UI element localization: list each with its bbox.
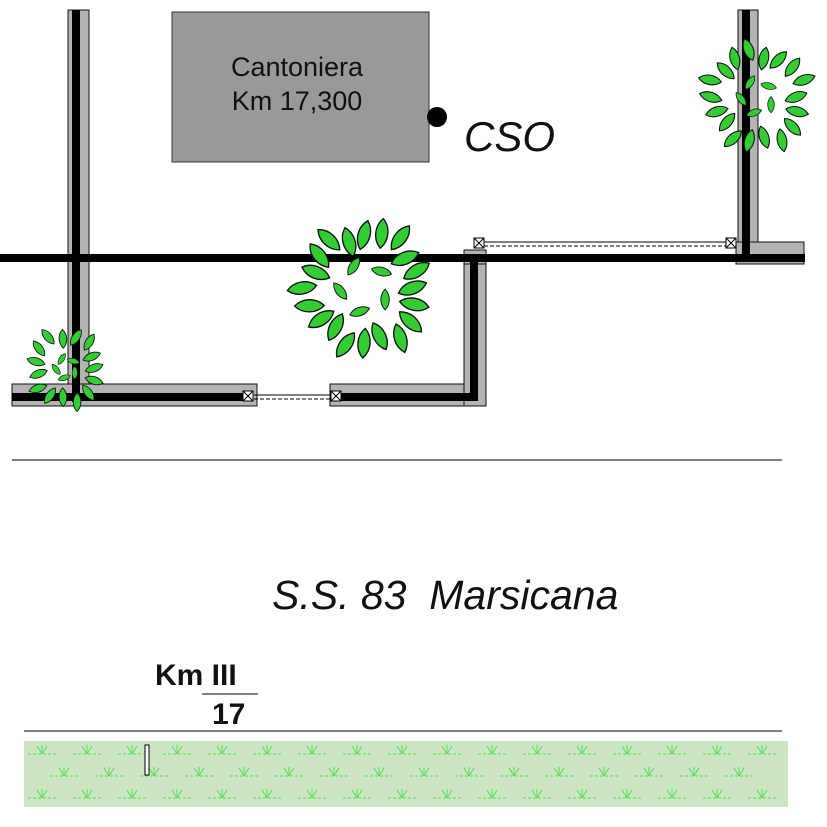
grass-tuft-icon [523,745,551,755]
grass-tuft-icon [433,789,461,799]
grass-tuft-icon [253,789,281,799]
gate-south [242,390,342,402]
grass-tuft-icon [748,745,776,755]
grass-tuft-icon [28,745,56,755]
grass-tuft-icon [208,789,236,799]
grass-tuft-icon [185,767,213,777]
grass-tuft-icon [140,767,168,777]
grass-tuft-icon [365,767,393,777]
grass-tuft-icon [523,789,551,799]
grass-tuft-icon [703,789,731,799]
grass-tuft-icon [298,789,326,799]
road-name: S.S. 83 Marsicana [272,572,618,618]
grass-tuft-icon [545,767,573,777]
grass-tuft-icon [658,745,686,755]
grass-tuft-icon [478,789,506,799]
grass-tuft-icon [478,745,506,755]
building-cantoniera: Cantoniera Km 17,300 [171,11,430,163]
grass-tuft-icon [433,745,461,755]
gate-post-icon [330,390,342,402]
grass-tuft-icon [388,789,416,799]
grass-tuft-icon [343,745,371,755]
km-marker-top: Km III [155,659,237,692]
gate-post-icon [725,237,737,249]
grass-tuft-icon [50,767,78,777]
km-post-marker [144,744,150,776]
grass-verge [24,741,788,807]
grass-tuft-icon [320,767,348,777]
building-km: Km 17,300 [232,86,363,116]
grass-tuft-icon [613,789,641,799]
grass-tuft-icon [658,789,686,799]
gate-north [473,237,737,249]
grass-tuft-icon [500,767,528,777]
grass-tuft-icon [568,789,596,799]
grass-tuft-icon [95,767,123,777]
grass-tuft-icon [613,745,641,755]
km-marker-bottom: 17 [212,698,245,731]
grass-tuft-icon [230,767,258,777]
grass-tuft-icon [725,767,753,777]
grass-tuft-icon [455,767,483,777]
grass-tuft-icon [410,767,438,777]
grass-tuft-icon [568,745,596,755]
grass-tuft-icon [275,767,303,777]
building-name: Cantoniera [231,52,364,82]
grass-tuft-icon [298,745,326,755]
grass-tuft-icon [635,767,663,777]
grass-tuft-icon [388,745,416,755]
station-point-icon [427,107,447,127]
grass-tufts [28,745,776,799]
grass-tuft-icon [208,745,236,755]
gate-post-icon [242,390,254,402]
grass-tuft-icon [253,745,281,755]
grass-tuft-icon [748,789,776,799]
grass-tuft-icon [28,789,56,799]
grass-tuft-icon [118,745,146,755]
grass-tuft-icon [118,789,146,799]
grass-tuft-icon [73,789,101,799]
grass-tuft-icon [163,789,191,799]
gate-post-icon [473,237,485,249]
grass-tuft-icon [73,745,101,755]
grass-tuft-icon [680,767,708,777]
station-label: CSO [464,113,555,160]
grass-tuft-icon [590,767,618,777]
grass-tuft-icon [343,789,371,799]
grass-tuft-icon [703,745,731,755]
grass-tuft-icon [163,745,191,755]
tree-canopy-icon [285,217,434,362]
km-marker: Km III 17 [155,659,258,731]
